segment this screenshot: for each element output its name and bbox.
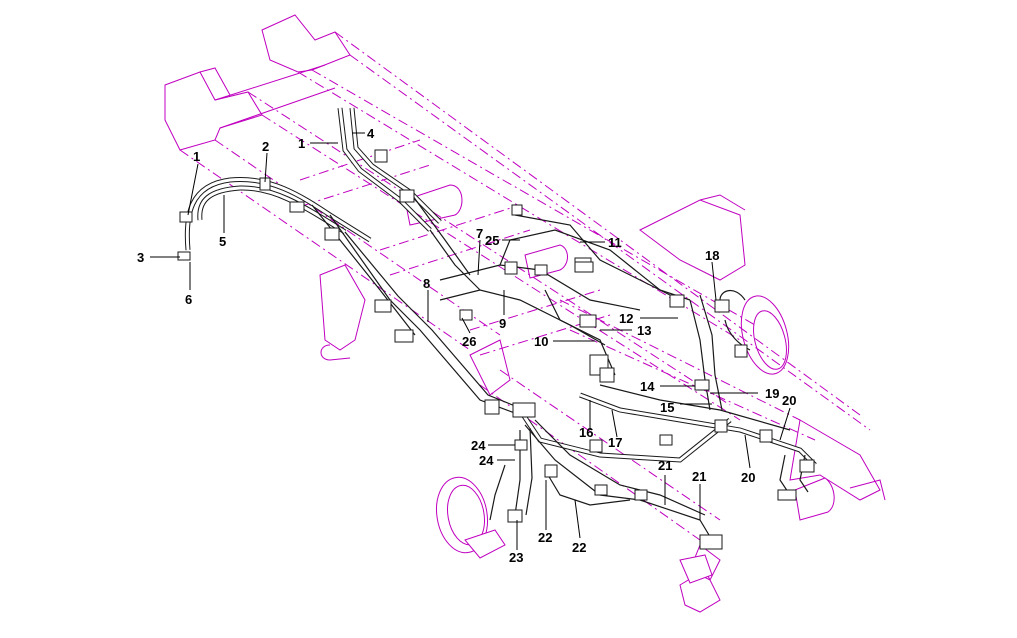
callout-10: 10 [534,334,548,349]
callout-5: 5 [219,234,226,249]
callout-4: 4 [367,126,375,141]
callout-24: 24 [471,438,486,453]
callout-21: 21 [692,469,706,484]
callout-15: 15 [660,400,674,415]
callout-17: 17 [608,435,622,450]
callout-23: 23 [509,550,523,565]
callout-20: 20 [782,393,796,408]
callout-9: 9 [499,316,506,331]
callout-12: 12 [619,311,633,326]
chassis-frame [164,14,886,613]
callout-21: 21 [658,458,672,473]
callout-2: 2 [262,139,269,154]
callout-22: 22 [572,540,586,555]
callout-8: 8 [423,276,430,291]
callout-13: 13 [637,323,651,338]
callout-16: 16 [579,425,593,440]
callout-24: 24 [479,453,494,468]
callout-1: 1 [298,136,305,151]
callout-3: 3 [137,250,144,265]
callout-20: 20 [741,470,755,485]
callout-1: 1 [193,149,200,164]
callout-11: 11 [608,235,622,250]
callout-labels: 1 4 1 2 3 5 6 7 25 11 8 9 26 18 12 13 10… [137,126,796,565]
callout-14: 14 [640,379,655,394]
callout-26: 26 [462,334,476,349]
callout-7: 7 [476,226,483,241]
fittings [177,149,815,550]
callout-6: 6 [185,292,192,307]
callout-19: 19 [765,386,779,401]
callout-leaders [150,132,791,550]
callout-18: 18 [705,248,719,263]
callout-22: 22 [538,530,552,545]
callout-25: 25 [485,233,499,248]
